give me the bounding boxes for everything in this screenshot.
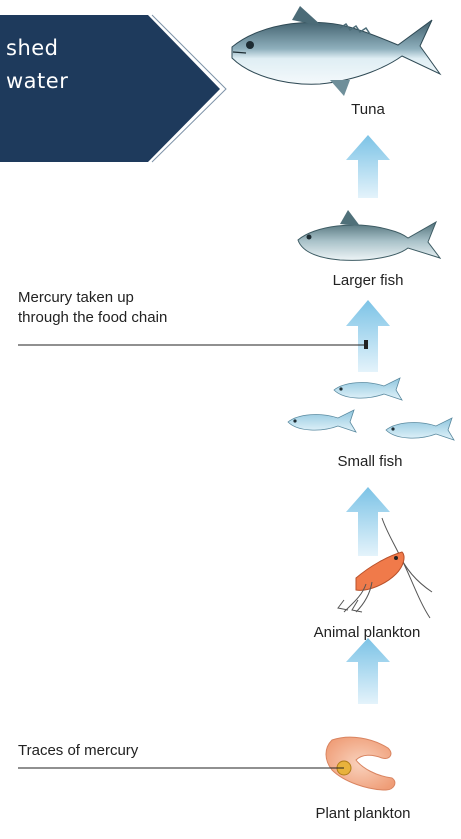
- label-tuna: Tuna: [328, 101, 408, 118]
- label-animal-plankton: Animal plankton: [272, 624, 461, 641]
- animal-plankton-illustration: [338, 518, 432, 618]
- banner-line-2: water: [6, 65, 68, 98]
- arrow-small-to-larger: [346, 300, 390, 372]
- label-larger-fish: Larger fish: [298, 272, 438, 289]
- banner-text: shed water: [6, 32, 68, 98]
- plant-plankton-illustration: [326, 737, 395, 790]
- uptake-pointer: [18, 340, 368, 349]
- larger-fish-illustration: [298, 210, 440, 260]
- uptake-annotation: Mercury taken up through the food chain: [18, 288, 167, 328]
- arrow-plant-to-animal: [346, 638, 390, 704]
- tuna-illustration: [232, 6, 440, 96]
- label-small-fish: Small fish: [300, 453, 440, 470]
- small-fish-illustration: [288, 378, 454, 440]
- uptake-line-2: through the food chain: [18, 308, 167, 328]
- banner-line-1: shed: [6, 32, 68, 65]
- traces-annotation: Traces of mercury: [18, 742, 138, 759]
- arrow-larger-to-tuna: [346, 135, 390, 198]
- uptake-line-1: Mercury taken up: [18, 288, 167, 308]
- label-plant-plankton: Plant plankton: [288, 805, 438, 822]
